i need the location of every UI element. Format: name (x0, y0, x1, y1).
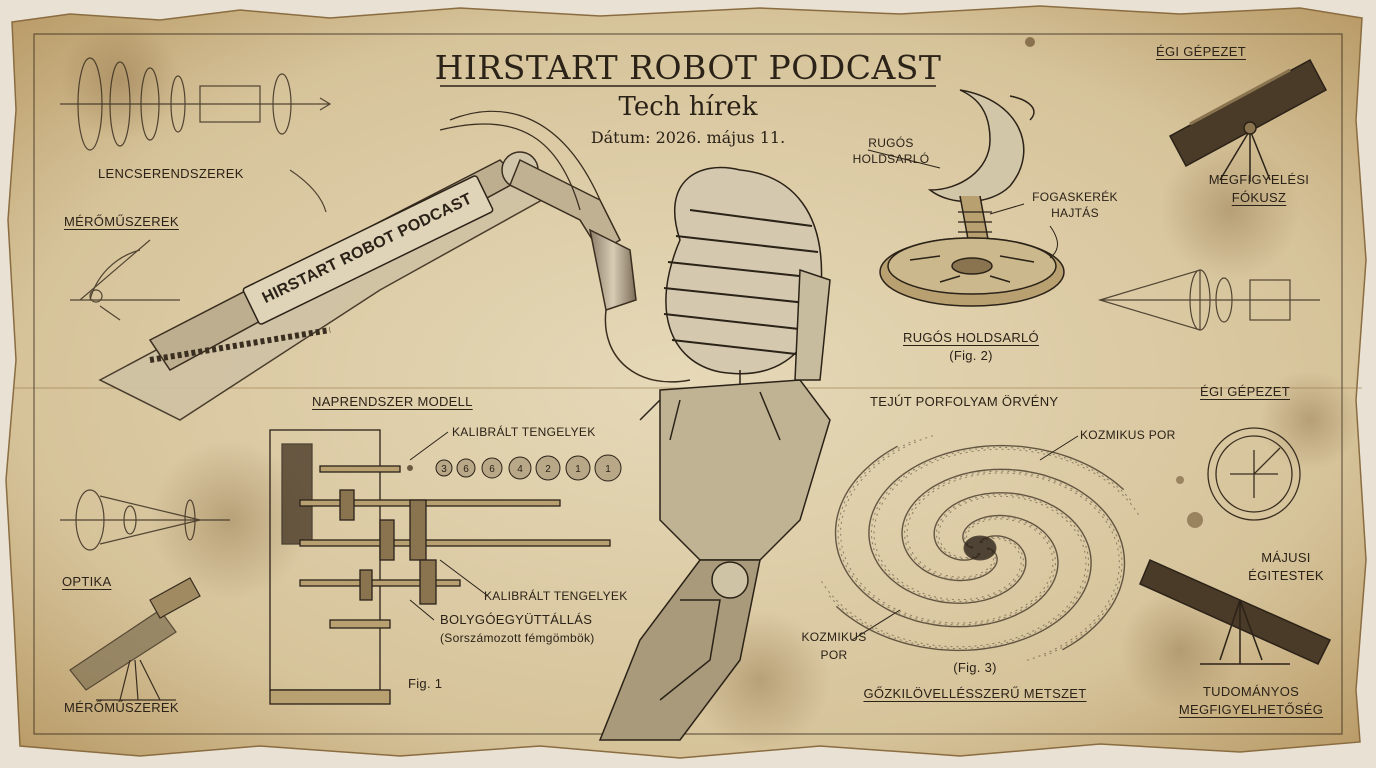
small-telescope-icon (69, 577, 201, 701)
planet-sphere (456, 458, 476, 478)
label-egi-gepezet-mid: ÉGI GÉPEZET (1200, 384, 1290, 399)
page-subtitle: Tech hírek (618, 92, 758, 122)
planet-sphere (594, 454, 622, 482)
label-sorszamozott: (Sorszámozott fémgömbök) (440, 631, 595, 645)
planet-number: 1 (605, 464, 611, 475)
label-kalibralt-tengelyek-1: KALIBRÁLT TENGELYEK (452, 425, 596, 439)
label-fig-1: Fig. 1 (408, 676, 443, 691)
label-optika: OPTIKA (62, 574, 112, 589)
planet-sphere (508, 456, 532, 480)
lens-system-icon (60, 57, 332, 213)
galaxy-arm (835, 492, 1092, 652)
microphone-icon (663, 166, 823, 421)
galaxy-arm (906, 472, 1120, 662)
date-line: Dátum: 2026. május 11. (590, 128, 786, 147)
label-bolygoegyuttallas: BOLYGÓEGYÜTTÁLLÁS (440, 612, 593, 627)
label-fig-2: (Fig. 2) (949, 348, 993, 363)
planet-sphere (435, 459, 453, 477)
solar-system-model-icon (269, 429, 611, 705)
label-megfigyelesi-2: FÓKUSZ (1231, 190, 1287, 205)
label-fogaskerek-1: FOGASKERÉK (1032, 190, 1118, 204)
planet-sphere (535, 455, 561, 481)
label-kozmikus-por-left-1: KOZMIKUS (801, 630, 867, 644)
label-tejut: TEJÚT PORFOLYAM ÖRVÉNY (870, 394, 1059, 409)
planet-number: 6 (489, 464, 495, 475)
label-kalibralt-tengelyek-2: KALIBRÁLT TENGELYEK (484, 589, 628, 603)
planet-number: 2 (545, 464, 551, 475)
planet-number: 3 (441, 464, 447, 475)
label-rugos-holdsarlo-small-2: HOLDSARLÓ (852, 152, 930, 166)
label-fogaskerek-2: HAJTÁS (1051, 206, 1099, 220)
planet-dot (407, 465, 413, 471)
planet-sphere (565, 455, 591, 481)
label-fig-3: (Fig. 3) (953, 660, 997, 675)
gear-icon (879, 237, 1065, 307)
optics-icon (60, 489, 230, 551)
robot-hand-icon (598, 268, 831, 741)
arm-sign-plate (242, 175, 494, 325)
galaxy-arm (840, 434, 1054, 624)
telescope-bottom-icon (1139, 559, 1332, 665)
planet-number: 4 (517, 464, 523, 475)
label-naprendszer-modell: NAPRENDSZER MODELL (312, 394, 473, 409)
planet-number: 1 (575, 464, 581, 475)
galaxy-core (963, 535, 997, 561)
protractor-icon (70, 239, 180, 321)
crescent-moon-icon (927, 89, 1035, 251)
galaxy-arm (901, 468, 1126, 651)
planet-sphere (481, 457, 503, 479)
label-gozkilovelles: GŐZKILÖVELLÉSSZERŰ METSZET (863, 686, 1087, 701)
planet-spheres: 3 6 6 4 2 1 1 (407, 454, 622, 482)
label-tudomanyos-2: MEGFIGYELHETŐSÉG (1178, 702, 1324, 717)
label-rugos-holdsarlo-small-1: RUGÓS (868, 136, 914, 150)
label-kozmikus-por-top: KOZMIKUS POR (1080, 428, 1176, 442)
label-kozmikus-por-left-2: POR (820, 648, 848, 662)
lens-diagram-right-icon (1097, 269, 1320, 331)
dial-icon (1207, 427, 1301, 521)
label-tudomanyos-1: TUDOMÁNYOS (1202, 684, 1300, 699)
planet-number: 6 (463, 464, 469, 475)
galaxy-arm (868, 444, 1125, 604)
label-rugos-holdsarlo: RUGÓS HOLDSARLÓ (903, 330, 1039, 345)
telescope-top-icon (1168, 58, 1328, 182)
parchment-sheet (5, 5, 1367, 759)
label-majusi-2: ÉGITESTEK (1248, 568, 1324, 583)
spiral-galaxy-icon (820, 434, 1140, 662)
label-majusi-1: MÁJUSI (1261, 550, 1311, 565)
galaxy-arm (834, 445, 1059, 628)
label-megfigyelesi-1: MEGFIGYELÉSI (1208, 172, 1310, 187)
label-meromuszerek-bottom: MÉRŐMŰSZEREK (64, 700, 179, 715)
page-title: HIRSTART ROBOT PODCAST (434, 48, 942, 87)
label-lencserendszerek: LENCSERENDSZEREK (98, 166, 244, 181)
label-egi-gepezet-top: ÉGI GÉPEZET (1156, 44, 1246, 59)
label-meromuszerek-top: MÉRŐMŰSZEREK (64, 214, 179, 229)
